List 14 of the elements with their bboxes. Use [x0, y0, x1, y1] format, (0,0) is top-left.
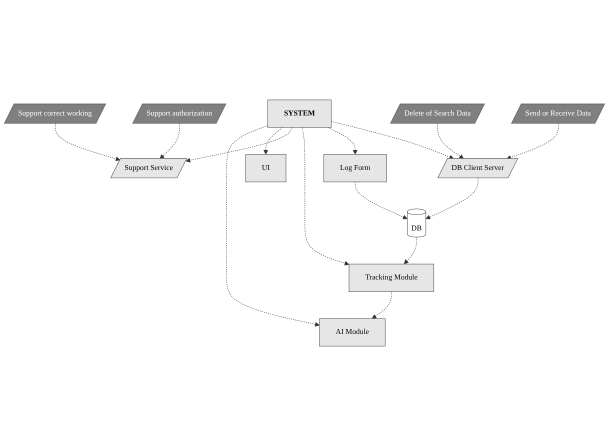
arrow	[160, 123, 180, 159]
arrow	[186, 127, 293, 163]
arrow	[330, 121, 454, 160]
arrow	[404, 236, 417, 264]
arrow	[54, 123, 120, 162]
arrow	[327, 127, 358, 155]
arrow	[372, 291, 392, 319]
arrow	[354, 182, 408, 220]
arrow	[302, 127, 350, 266]
arrow	[506, 123, 559, 160]
arrow	[263, 127, 283, 155]
arrow	[437, 123, 464, 159]
arrow	[426, 178, 478, 220]
arrow	[226, 125, 320, 327]
